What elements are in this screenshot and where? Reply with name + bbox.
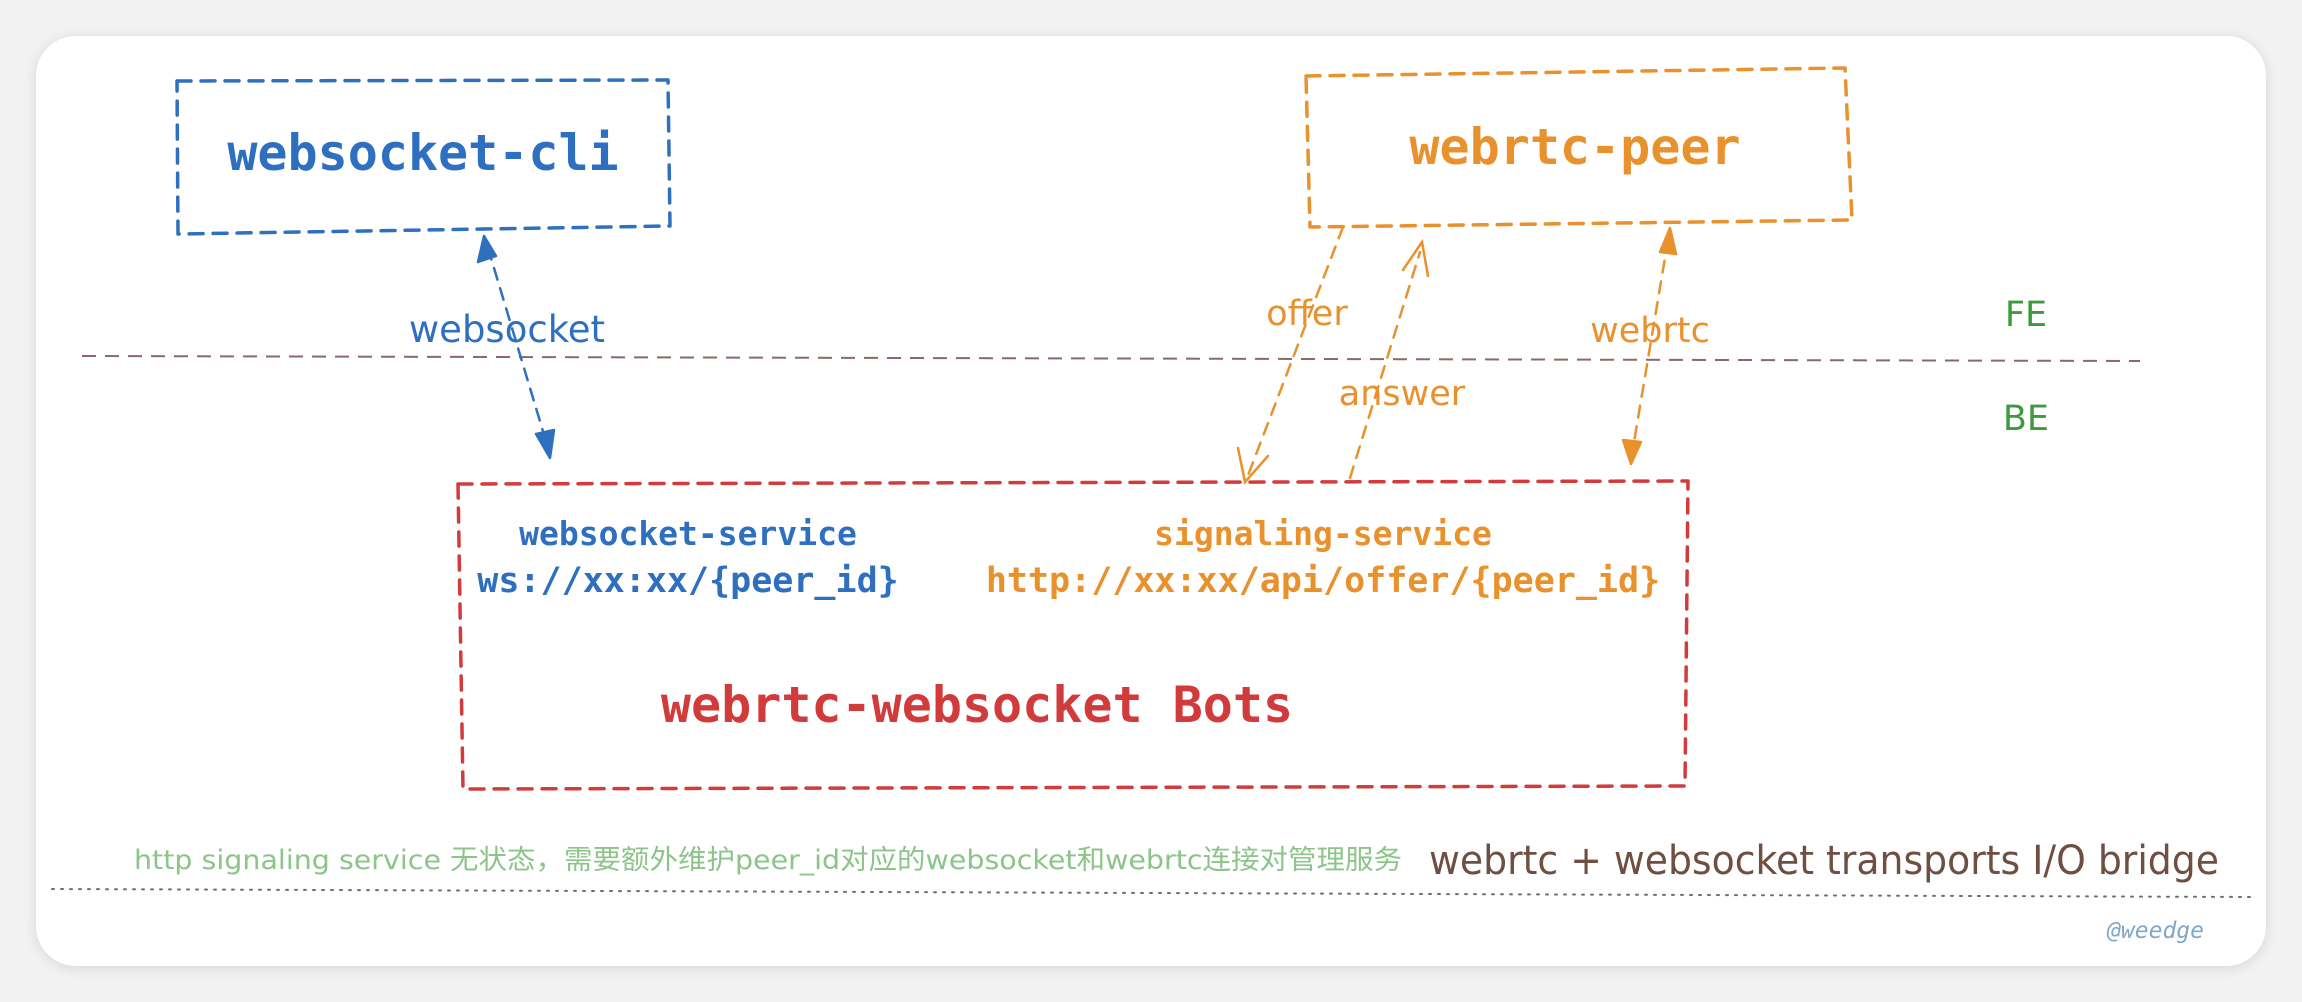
webrtc-peer-label: webrtc-peer: [1409, 118, 1740, 176]
websocket-connection-label: websocket: [409, 308, 605, 351]
answer-connection-label: answer: [1339, 374, 1466, 414]
websocket-arrow-top-head: [476, 234, 498, 264]
be-layer-label: BE: [2003, 399, 2049, 439]
signature: @weedge: [2106, 918, 2204, 944]
fe-be-divider: [81, 355, 2141, 362]
websocket-arrow-bottom-head: [534, 428, 556, 460]
bots-title: webrtc-websocket Bots: [661, 676, 1293, 734]
webrtc-arrow-bottom-head: [1621, 438, 1643, 466]
footer-dotted-divider: [51, 888, 2251, 898]
webrtc-websocket-bots-box: websocket-service ws://xx:xx/{peer_id} s…: [456, 479, 1690, 791]
signaling-service-name: signaling-service: [1154, 514, 1492, 553]
diagram-card: [36, 36, 2266, 966]
websocket-service-url: ws://xx:xx/{peer_id}: [477, 561, 898, 601]
footer-caption: webrtc + websocket transports I/O bridge: [1429, 838, 2219, 884]
websocket-service-name: websocket-service: [519, 514, 857, 553]
websocket-cli-label: websocket-cli: [227, 124, 618, 182]
webrtc-arrow: webrtc: [1590, 226, 1710, 466]
offer-arrow: offer: [1236, 225, 1348, 485]
signaling-service-url: http://xx:xx/api/offer/{peer_id}: [986, 561, 1660, 601]
webrtc-connection-label: webrtc: [1590, 311, 1710, 351]
webrtc-arrow-top-head: [1658, 226, 1678, 256]
websocket-cli-box: websocket-cli: [175, 78, 672, 236]
footer-note: http signaling service 无状态，需要额外维护peer_id…: [134, 845, 1402, 876]
answer-arrow: answer: [1339, 238, 1466, 480]
answer-arrow-head: [1401, 238, 1430, 278]
websocket-arrow: websocket: [409, 234, 605, 460]
offer-arrow-head: [1236, 446, 1270, 485]
fe-layer-label: FE: [2005, 295, 2047, 335]
webrtc-peer-box: webrtc-peer: [1304, 66, 1854, 229]
offer-connection-label: offer: [1266, 294, 1348, 334]
